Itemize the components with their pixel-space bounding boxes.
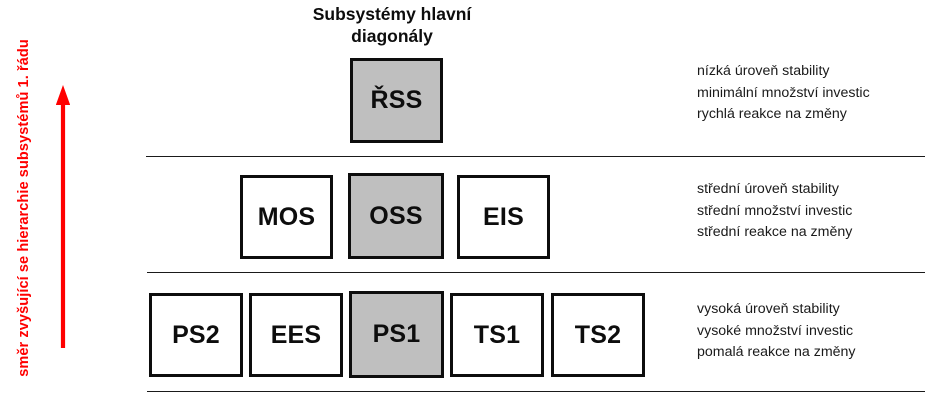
level-3-description: vysoká úroveň stability vysoké množství … <box>697 301 856 361</box>
box-ts2[interactable]: TS2 <box>551 293 645 377</box>
page-title: Subsystémy hlavní diagonály <box>312 4 472 47</box>
box-rss[interactable]: ŘSS <box>350 58 443 143</box>
box-ees[interactable]: EES <box>249 293 343 377</box>
level-1-description: nízká úroveň stability minimální množstv… <box>697 63 870 123</box>
level-divider-1 <box>146 156 925 157</box>
box-eis[interactable]: EIS <box>457 175 550 259</box>
hierarchy-direction-label: směr zvyšující se hierarchie subsystémů … <box>16 39 32 377</box>
level-divider-2 <box>147 272 925 273</box>
up-arrow-icon <box>56 85 70 348</box>
box-ts1[interactable]: TS1 <box>450 293 544 377</box>
level-2-description: střední úroveň stability střední množstv… <box>697 181 853 241</box>
box-oss[interactable]: OSS <box>348 173 444 259</box>
level-divider-3 <box>147 391 925 392</box>
box-mos[interactable]: MOS <box>240 175 333 259</box>
box-ps1[interactable]: PS1 <box>349 291 444 378</box>
box-ps2[interactable]: PS2 <box>149 293 243 377</box>
